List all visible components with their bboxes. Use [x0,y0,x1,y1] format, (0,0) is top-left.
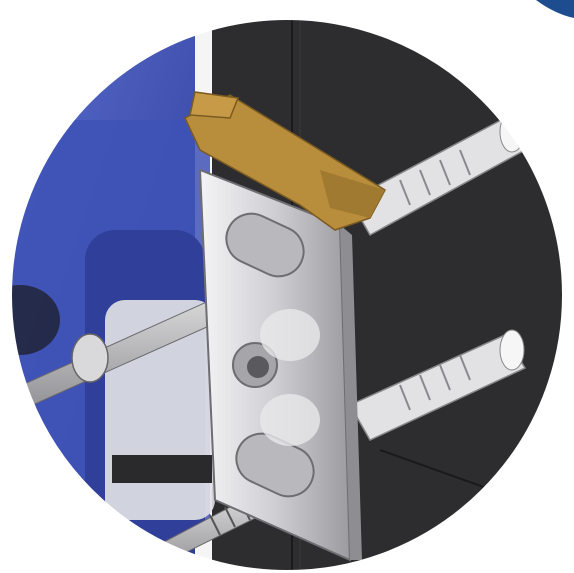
metal-bracket [198,168,362,562]
lower-wall-plug [348,329,527,441]
corner-badge [536,0,574,18]
brown-wedge [184,91,386,231]
